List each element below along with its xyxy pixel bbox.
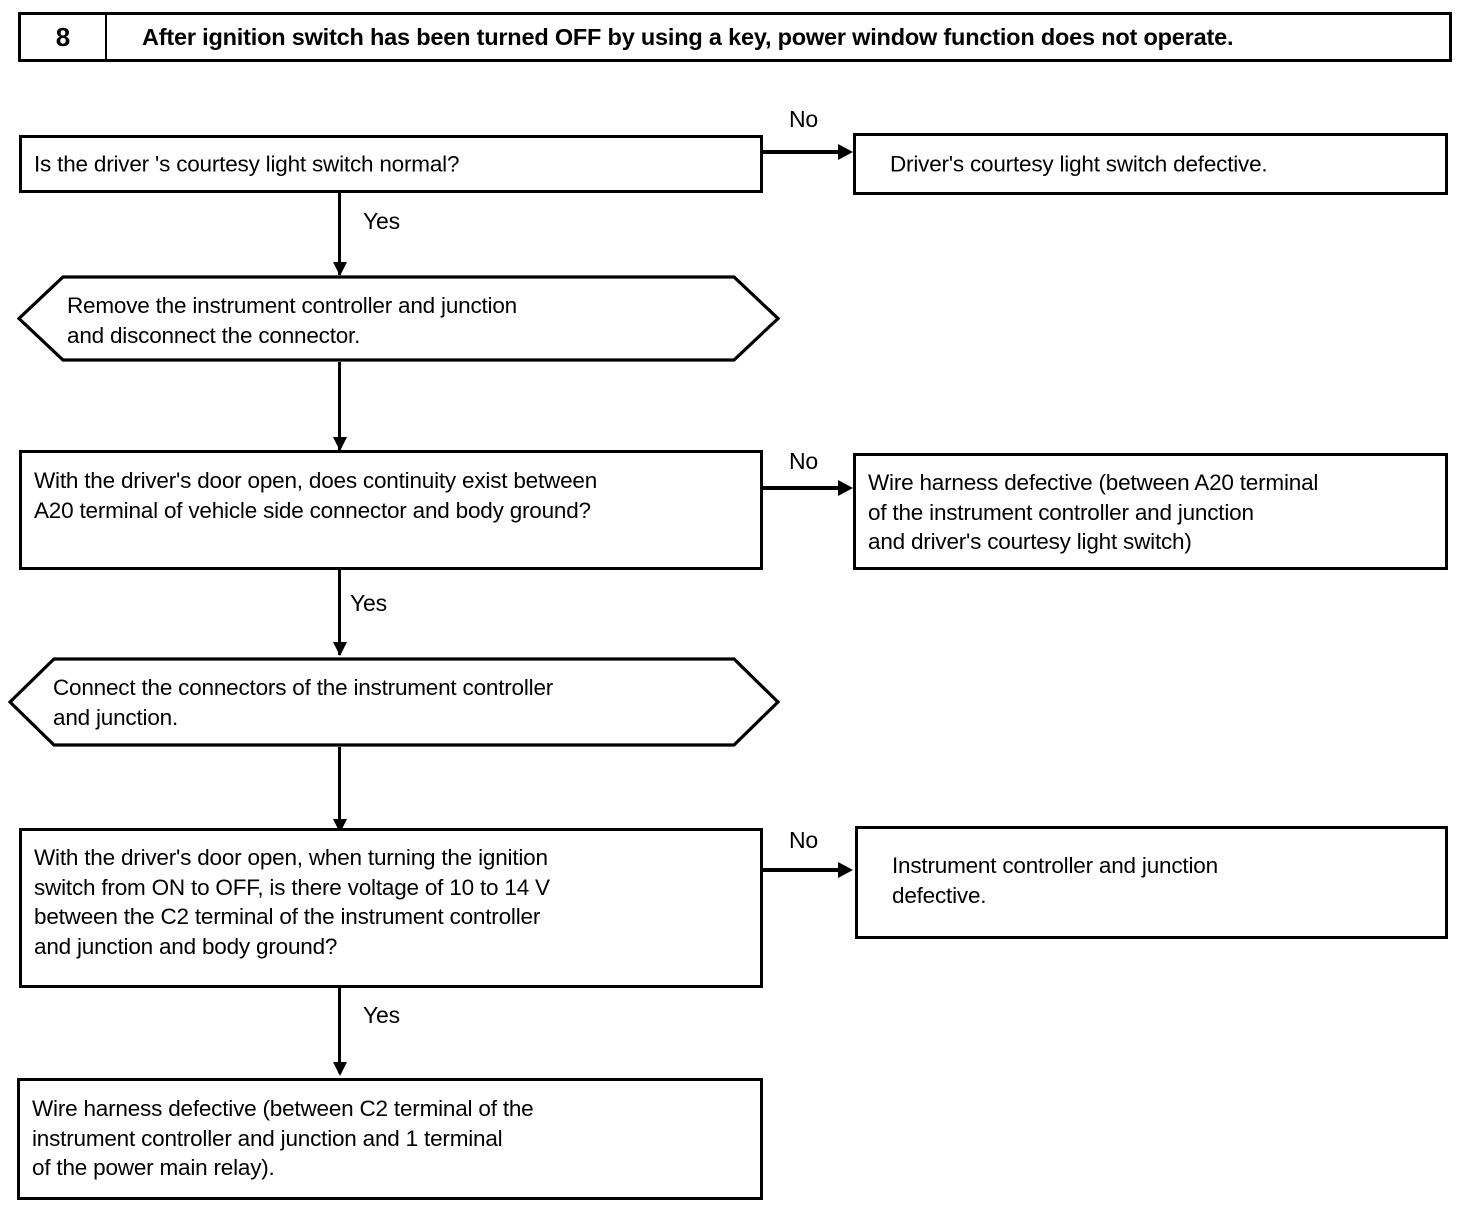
fault-title: After ignition switch has been turned OF… [142,23,1234,50]
result-box-wire-harness-c2: Wire harness defective (between C2 termi… [17,1078,763,1200]
edge-label-yes-1: Yes [363,208,400,234]
result-box-courtesy-switch-defective: Driver's courtesy light switch defective… [853,133,1448,195]
edge-q1-yes-arrowhead [332,262,347,276]
edge-q2-no-arrowhead [838,480,853,496]
decision-box-c2-voltage-text: With the driver's door open, when turnin… [34,845,550,959]
edge-q1-no-arrowhead [838,144,853,160]
result-box-wire-harness-a20: Wire harness defective (between A20 term… [853,453,1448,570]
decision-box-courtesy-switch-text: Is the driver 's courtesy light switch n… [34,151,460,177]
process-box-remove-controller-text: Remove the instrument controller and jun… [67,293,517,348]
edge-q3-yes-line [338,988,341,1073]
edge-q3-no-arrowhead [838,862,853,878]
fault-header: 8 After ignition switch has been turned … [18,12,1452,62]
edge-q2-yes-line [338,570,341,655]
result-box-wire-harness-a20-text: Wire harness defective (between A20 term… [868,470,1319,554]
edge-q2-no-line [763,486,841,490]
fault-number: 8 [21,15,107,59]
result-box-courtesy-switch-defective-text: Driver's courtesy light switch defective… [890,151,1268,177]
edge-label-no-3: No [789,827,819,853]
edge-p1-to-q2-line [338,362,341,450]
edge-label-no-1: No [789,106,819,132]
result-box-controller-defective-text: Instrument controller and junction defec… [892,853,1218,908]
decision-box-a20-continuity-text: With the driver's door open, does contin… [34,468,598,523]
edge-q3-yes-arrowhead [332,1062,347,1076]
edge-label-yes-2: Yes [350,590,387,616]
edge-q1-no-line [763,150,841,154]
process-hexagon-shape-2 [8,657,780,747]
process-box-connect-connectors-text: Connect the connectors of the instrument… [53,675,554,730]
process-box-remove-controller: Remove the instrument controller and jun… [17,275,780,362]
edge-label-yes-3: Yes [363,1002,400,1028]
decision-box-a20-continuity: With the driver's door open, does contin… [19,450,763,570]
result-box-wire-harness-c2-text: Wire harness defective (between C2 termi… [32,1096,534,1180]
edge-label-no-2: No [789,448,819,474]
process-box-connect-connectors: Connect the connectors of the instrument… [8,657,780,747]
edge-p1-to-q2-arrowhead [332,437,347,451]
edge-q1-yes-line [338,193,341,275]
edge-p2-to-q3-line [338,747,341,833]
edge-q2-yes-arrowhead [332,642,347,656]
result-box-controller-defective: Instrument controller and junction defec… [855,826,1448,939]
process-hexagon-shape-1 [17,275,780,362]
decision-box-c2-voltage: With the driver's door open, when turnin… [19,828,763,988]
edge-q3-no-line [763,868,841,872]
decision-box-courtesy-switch: Is the driver 's courtesy light switch n… [19,135,763,193]
